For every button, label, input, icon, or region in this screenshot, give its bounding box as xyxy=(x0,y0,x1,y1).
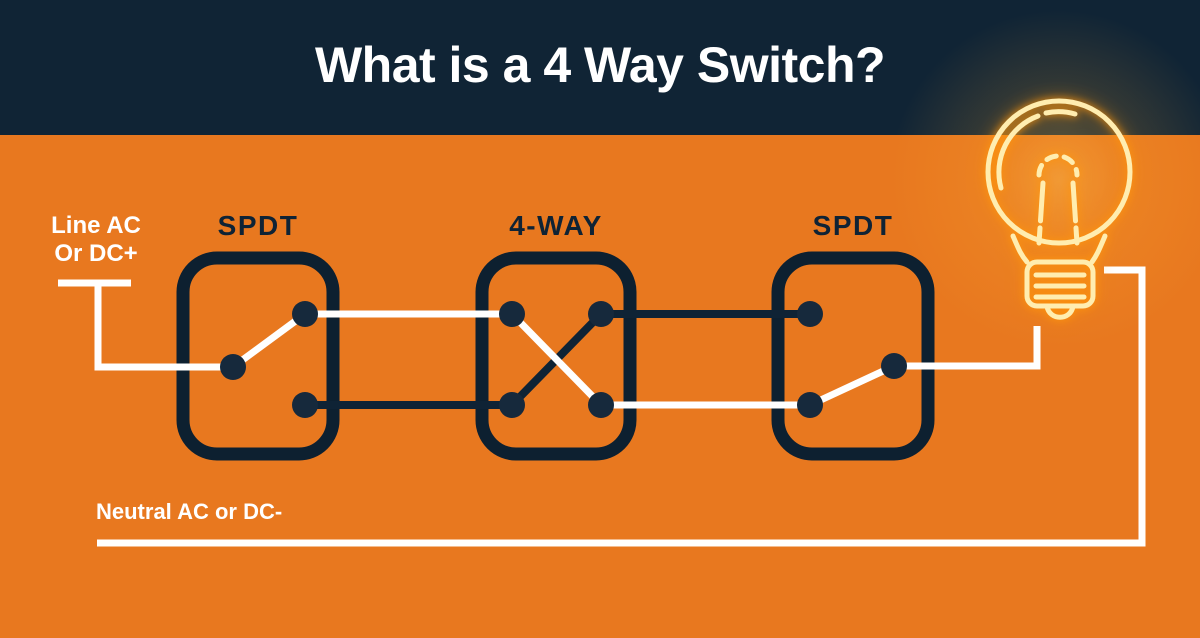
terminal-dot xyxy=(797,392,823,418)
bulb-base-tip xyxy=(1044,303,1076,320)
bulb-glow-halo xyxy=(889,10,1200,350)
neutral-return-wire xyxy=(97,266,1146,547)
bulb-filament-support-left xyxy=(1036,180,1046,246)
switch3-blade xyxy=(808,362,896,409)
switch-label-spdt-right: SPDT xyxy=(812,210,894,241)
switch-box-spdt-right xyxy=(771,251,935,461)
bulb-highlight-arc-long xyxy=(996,113,1041,191)
switch-box-spdt-left xyxy=(176,251,340,461)
switch-box-4way xyxy=(475,251,637,461)
line-source-label: Line AC Or DC+ xyxy=(46,212,146,268)
terminal-dot xyxy=(499,392,525,418)
line-source-label-line2: Or DC+ xyxy=(54,240,138,267)
light-bulb-icon xyxy=(985,98,1133,320)
terminal-dot xyxy=(797,301,823,327)
bulb-base xyxy=(1024,259,1096,309)
bulb-filament-arc xyxy=(1036,153,1080,178)
bulb-highlight-arc-short xyxy=(1043,109,1078,117)
bulb-neck-left xyxy=(1010,233,1030,265)
switch1-blade xyxy=(230,311,308,370)
terminal-dot xyxy=(499,301,525,327)
page-title: What is a 4 Way Switch? xyxy=(314,36,886,93)
terminal-dot xyxy=(292,392,318,418)
bulb-globe xyxy=(985,98,1133,246)
neutral-label: Neutral AC or DC- xyxy=(96,499,283,524)
terminal-dot xyxy=(220,354,246,380)
terminal-dots xyxy=(220,301,907,418)
bulb-filament-support-right xyxy=(1070,180,1080,246)
bulb-neck-right xyxy=(1089,233,1108,265)
switch-label-spdt-left: SPDT xyxy=(217,210,299,241)
light-wires xyxy=(58,266,1146,547)
line-feed-wire xyxy=(94,283,233,371)
switch-boxes xyxy=(176,251,935,461)
terminal-dot xyxy=(588,392,614,418)
switch-label-4way: 4-WAY xyxy=(509,210,603,241)
terminal-dot xyxy=(881,353,907,379)
crossover-wire-light xyxy=(509,311,604,408)
terminal-dot xyxy=(588,301,614,327)
line-source-label-line1: Line AC xyxy=(51,212,141,239)
terminal-dot xyxy=(292,301,318,327)
lamp-feed-wire xyxy=(894,326,1041,370)
